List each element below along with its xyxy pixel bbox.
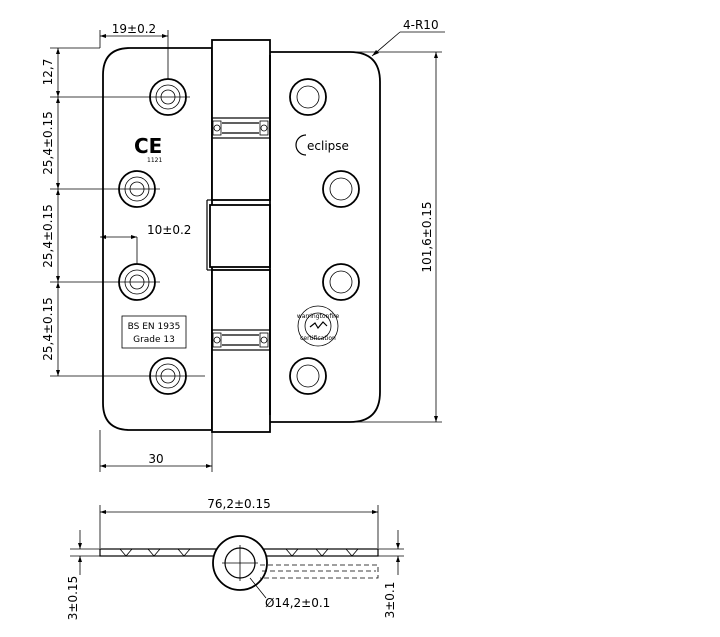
dim-knuckle-diameter-label: Ø14,2±0.1 (265, 596, 330, 610)
dim-vertical-chain: 12,7 25,4±0.15 25,4±0.15 25,4±0.15 (41, 47, 205, 377)
right-screw-holes (289, 78, 360, 395)
dim-pitch-1-label: 25,4±0.15 (41, 111, 55, 175)
screw-hole (322, 263, 360, 301)
standard-line2: Grade 13 (133, 335, 175, 345)
lower-bearing (211, 329, 271, 351)
cert-line2: certification (300, 335, 336, 342)
dim-pitch-3-label: 25,4±0.15 (41, 297, 55, 361)
plan-view: 76,2±0.15 Ø14,2±0.1 3±0.15 3±0.1 (66, 497, 404, 620)
dim-open-width-label: 76,2±0.15 (207, 497, 271, 511)
brand-logo: eclipse (295, 134, 349, 156)
screw-hole (289, 357, 327, 395)
dim-leaf-height-label: 101,6±0.15 (420, 201, 434, 272)
dim-top-hole-offset: 19±0.2 (99, 22, 169, 79)
dim-top-hole-offset-label: 19±0.2 (112, 22, 156, 36)
dim-leaf-height: 101,6±0.15 (355, 51, 442, 423)
certification-seal: warringtonfire certification (297, 305, 340, 347)
screw-hole (289, 78, 327, 116)
left-leaf (102, 47, 213, 431)
upper-bearing (211, 117, 271, 139)
standard-line1: BS EN 1935 (128, 322, 181, 332)
ce-mark-text: CE (134, 134, 162, 158)
dim-corner-radius-label: 4-R10 (403, 18, 439, 32)
screw-hole (322, 170, 360, 208)
right-leaf (270, 51, 381, 423)
dim-leaf-width: 30 (99, 430, 213, 472)
dim-leaf-width-label: 30 (148, 452, 163, 466)
cert-line1: warringtonfire (297, 313, 340, 320)
dim-thickness-right-label: 3±0.1 (383, 582, 397, 619)
dim-pitch-2-label: 25,4±0.15 (41, 204, 55, 268)
dim-thickness-left-label: 3±0.15 (66, 576, 80, 620)
brand-text: eclipse (307, 139, 349, 153)
ce-mark: CE 1121 (134, 134, 162, 164)
dim-corner-radius: 4-R10 (371, 18, 445, 57)
dim-middle-hole-offset: 10±0.2 (100, 223, 191, 264)
ce-number: 1121 (147, 157, 162, 164)
standard-label: BS EN 1935 Grade 13 (121, 315, 187, 349)
dim-middle-hole-offset-label: 10±0.2 (147, 223, 191, 237)
knuckle-assembly (206, 39, 271, 433)
dim-top-edge-label: 12,7 (41, 59, 55, 86)
